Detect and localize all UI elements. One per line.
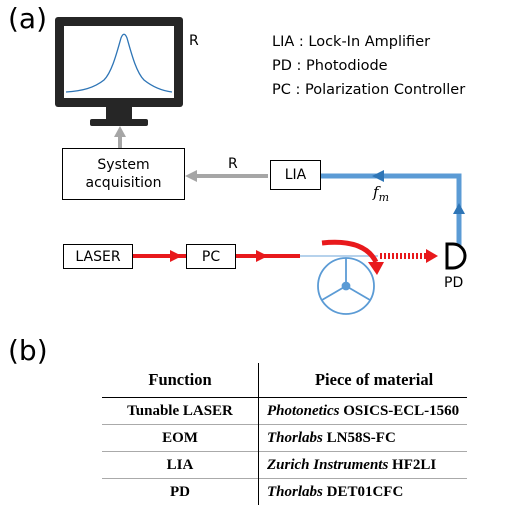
header-material: Piece of material <box>258 363 468 398</box>
cell-vendor: Thorlabs <box>267 429 323 446</box>
materials-table-wrap: Function Piece of material Tunable LASER… <box>102 363 505 531</box>
setup-diagram <box>55 17 467 315</box>
cell-function: Tunable LASER <box>102 397 259 425</box>
panel-label-a: (a) <box>8 2 48 35</box>
laser-box: LASER <box>63 244 133 269</box>
cell-model: OSICS-ECL-1560 <box>343 402 460 419</box>
pc-box: PC <box>186 244 236 269</box>
legend-item-pc: PC : Polarization Controller <box>272 82 466 98</box>
materials-table: Function Piece of material Tunable LASER… <box>102 363 468 505</box>
table-row: Tunable LASER Photonetics OSICS-ECL-1560 <box>102 397 468 425</box>
photodiode-icon <box>445 242 467 270</box>
lorentzian-curve <box>65 33 173 93</box>
monitor-icon <box>55 17 183 126</box>
cell-model: DET01CFC <box>326 483 404 500</box>
fm-subscript: m <box>378 191 389 204</box>
table-row: EOM Thorlabs LN58S-FC <box>102 424 468 452</box>
panel-label-b: (b) <box>8 334 48 367</box>
fm-base: f <box>373 183 379 201</box>
wheel-icon <box>317 257 375 315</box>
laser-beam <box>132 239 438 275</box>
legend: LIA : Lock-In Amplifier PD : Photodiode … <box>272 30 465 102</box>
cell-function: EOM <box>102 424 259 452</box>
system-acquisition-box: System acquisition <box>62 148 185 200</box>
table-row: LIA Zurich Instruments HF2LI <box>102 451 468 479</box>
fm-label: fm <box>373 183 389 204</box>
legend-item-lia: LIA : Lock-In Amplifier <box>272 34 431 50</box>
table-header-row: Function Piece of material <box>102 363 468 398</box>
cell-material: Photonetics OSICS-ECL-1560 <box>259 398 468 425</box>
feedback-arrows <box>114 126 268 182</box>
cell-vendor: Photonetics <box>267 402 340 419</box>
signal-path <box>320 170 465 253</box>
r-signal-label: R <box>228 156 238 172</box>
cell-vendor: Zurich Instruments <box>267 456 389 473</box>
cell-material: Zurich Instruments HF2LI <box>258 451 468 479</box>
pd-label: PD <box>444 275 464 291</box>
cell-model: LN58S-FC <box>326 429 396 446</box>
lia-box: LIA <box>270 160 321 190</box>
monitor-r-label: R <box>189 33 199 49</box>
cell-material: Thorlabs LN58S-FC <box>258 424 468 452</box>
cell-function: PD <box>102 478 259 505</box>
cell-model: HF2LI <box>392 456 437 473</box>
cell-vendor: Thorlabs <box>267 483 323 500</box>
legend-item-pd: PD : Photodiode <box>272 58 388 74</box>
header-function: Function <box>102 363 259 398</box>
cell-function: LIA <box>102 451 259 479</box>
table-row: PD Thorlabs DET01CFC <box>102 478 468 505</box>
cell-material: Thorlabs DET01CFC <box>258 478 468 505</box>
